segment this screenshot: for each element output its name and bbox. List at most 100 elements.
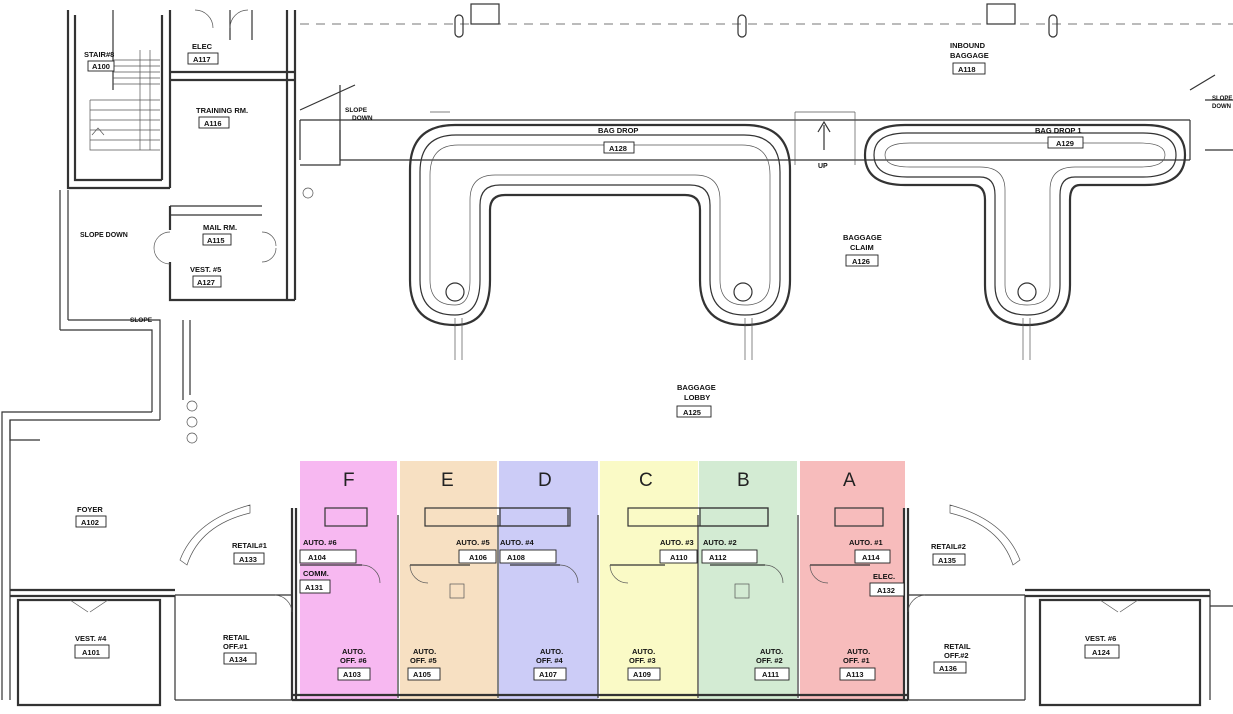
room-name-bag-drop: BAG DROP: [598, 126, 638, 135]
annotations: SLOPE DOWN SLOPE DOWN SLOPE UP SLOPE DOW…: [80, 96, 1232, 324]
room-num-off3[interactable]: A109: [633, 670, 651, 679]
room-name-off1-2: OFF. #1: [843, 656, 870, 665]
room-name-mail: MAIL RM.: [203, 223, 237, 232]
room-num-bag-drop-1[interactable]: A129: [1056, 139, 1074, 148]
walls-northwest: [1, 9, 420, 700]
zone-letter-c: C: [639, 470, 653, 491]
room-num-auto4[interactable]: A108: [507, 553, 525, 562]
room-name-auto3: AUTO. #3: [660, 538, 694, 547]
slope-down-right-label-2: DOWN: [1212, 104, 1231, 110]
room-num-foyer[interactable]: A102: [81, 518, 99, 527]
room-name-auto2: AUTO. #2: [703, 538, 737, 547]
room-name-auto1: AUTO. #1: [849, 538, 883, 547]
room-name-stairs: STAIR#8: [84, 50, 114, 59]
room-name-auto6: AUTO. #6: [303, 538, 337, 547]
zone-d[interactable]: [499, 461, 598, 699]
carousel-band: [410, 74, 1233, 165]
room-num-inbound[interactable]: A118: [958, 65, 976, 74]
room-num-elec-top[interactable]: A117: [193, 55, 211, 64]
room-name-off3-2: OFF. #3: [629, 656, 656, 665]
zone-c[interactable]: [600, 461, 698, 699]
bag-drop-1-carousel: [817, 120, 1187, 360]
walls-south: [10, 504, 1233, 707]
room-num-auto5[interactable]: A106: [469, 553, 487, 562]
room-num-retail-off2[interactable]: A136: [939, 664, 957, 673]
room-labels: STAIR#8 A100 ELEC A117 TRAINING RM. A116…: [74, 41, 1120, 681]
zone-letter-f: F: [343, 470, 355, 491]
room-name-retail-off1-2: OFF.#1: [223, 642, 248, 651]
room-name-auto5: AUTO. #5: [456, 538, 490, 547]
room-name-retail1: RETAIL#1: [232, 541, 267, 550]
slope-down-top-label-1: SLOPE: [345, 107, 368, 114]
slope-down-label: SLOPE DOWN: [80, 232, 128, 239]
room-name-off6-2: OFF. #6: [340, 656, 367, 665]
zone-letter-b: B: [737, 470, 750, 491]
room-num-vest6[interactable]: A124: [1092, 648, 1111, 657]
room-name-off3-1: AUTO.: [632, 647, 655, 656]
bag-drop-carousel: [408, 123, 792, 360]
room-name-off2-1: AUTO.: [760, 647, 783, 656]
room-name-training: TRAINING RM.: [196, 106, 248, 115]
room-name-vest6: VEST. #6: [1085, 634, 1116, 643]
room-name-elec-top: ELEC: [192, 42, 213, 51]
room-num-mail[interactable]: A115: [207, 236, 225, 245]
room-num-auto6[interactable]: A104: [308, 553, 327, 562]
room-name-off5-1: AUTO.: [413, 647, 436, 656]
room-name-lobby-2: LOBBY: [684, 393, 710, 402]
room-name-inbound-2: BAGGAGE: [950, 51, 989, 60]
zone-letter-a: A: [843, 470, 856, 491]
zone-letter-e: E: [441, 470, 454, 491]
top-fixtures: [454, 3, 1058, 38]
room-num-lobby[interactable]: A125: [683, 408, 701, 417]
room-name-claim-1: BAGGAGE: [843, 233, 882, 242]
room-name-off5-2: OFF. #5: [410, 656, 437, 665]
room-num-off2[interactable]: A111: [762, 670, 779, 679]
room-num-retail2[interactable]: A135: [938, 556, 956, 565]
stair-treads: [89, 50, 160, 151]
room-num-vest4[interactable]: A101: [82, 648, 100, 657]
room-num-training[interactable]: A116: [204, 119, 222, 128]
room-name-off4-2: OFF. #4: [536, 656, 564, 665]
slope-label: SLOPE: [130, 317, 153, 324]
room-name-claim-2: CLAIM: [850, 243, 874, 252]
room-name-off1-1: AUTO.: [847, 647, 870, 656]
room-num-off5[interactable]: A105: [413, 670, 431, 679]
room-name-off4-1: AUTO.: [540, 647, 563, 656]
zone-letter-d: D: [538, 470, 552, 491]
room-name-retail-off2-1: RETAIL: [944, 642, 971, 651]
room-name-vest4: VEST. #4: [75, 634, 107, 643]
room-name-vest5: VEST. #5: [190, 265, 221, 274]
room-name-foyer: FOYER: [77, 505, 103, 514]
tenant-zones: F E D C B A: [300, 461, 905, 699]
room-num-stairs[interactable]: A100: [92, 62, 110, 71]
slope-down-right-label-1: SLOPE: [1212, 96, 1232, 102]
room-name-retail-off2-2: OFF.#2: [944, 651, 969, 660]
slope-down-top-label-2: DOWN: [352, 115, 373, 122]
room-num-auto2[interactable]: A112: [709, 553, 727, 562]
room-num-auto3[interactable]: A110: [670, 553, 688, 562]
room-name-off2-2: OFF. #2: [756, 656, 783, 665]
room-name-lobby-1: BAGGAGE: [677, 383, 716, 392]
room-num-retail-off1[interactable]: A134: [229, 655, 248, 664]
room-name-inbound-1: INBOUND: [950, 41, 986, 50]
room-num-vest5[interactable]: A127: [197, 278, 215, 287]
room-num-bag-drop[interactable]: A128: [609, 144, 627, 153]
zone-b[interactable]: [699, 461, 797, 699]
room-num-auto1[interactable]: A114: [862, 553, 880, 562]
room-name-auto4: AUTO. #4: [500, 538, 534, 547]
room-num-comm[interactable]: A131: [305, 583, 323, 592]
room-num-retail1[interactable]: A133: [239, 555, 257, 564]
room-name-retail2: RETAIL#2: [931, 542, 966, 551]
room-name-bag-drop-1: BAG DROP 1: [1035, 126, 1082, 135]
room-name-retail-off1-1: RETAIL: [223, 633, 250, 642]
room-name-comm: COMM.: [303, 569, 329, 578]
room-name-off6-1: AUTO.: [342, 647, 365, 656]
room-num-off1[interactable]: A113: [846, 670, 864, 679]
room-num-claim[interactable]: A126: [852, 257, 870, 266]
room-num-off6[interactable]: A103: [343, 670, 361, 679]
zone-e[interactable]: [400, 461, 497, 699]
room-num-elec-bottom[interactable]: A132: [877, 586, 895, 595]
room-num-off4[interactable]: A107: [539, 670, 557, 679]
up-label: UP: [818, 163, 828, 170]
